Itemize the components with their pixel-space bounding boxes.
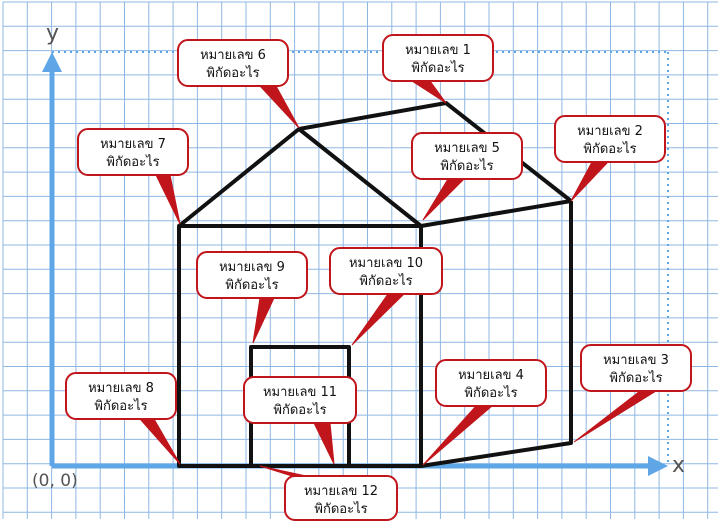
y-axis-label: y [46, 21, 59, 46]
callout-question-label: พิกัดอะไร [225, 277, 278, 293]
y-axis-arrow-icon [42, 52, 62, 72]
callout-6: หมายเลข 6 พิกัดอะไร [177, 39, 300, 129]
callout-number-label: หมายเลข 11 [263, 385, 337, 400]
x-axis-label: x [672, 453, 685, 478]
callout-number-label: หมายเลข 10 [349, 256, 423, 271]
callout-pointer [138, 418, 181, 465]
callout-box [196, 251, 308, 299]
callout-pointer [570, 161, 610, 202]
callout-number-label: หมายเลข 1 [405, 43, 471, 58]
callout-box [411, 132, 523, 180]
callout-number-label: หมายเลข 4 [458, 368, 524, 383]
callout-question-label: พิกัดอะไร [583, 141, 636, 157]
callout-question-label: พิกัดอะไร [273, 402, 326, 418]
callout-box [284, 475, 398, 521]
callout-7: หมายเลข 7 พิกัดอะไร [77, 128, 189, 225]
callout-pointer [252, 297, 275, 344]
callout-question-label: พิกัดอะไร [94, 398, 147, 414]
callout-question-label: พิกัดอะไร [464, 385, 517, 401]
callout-question-label: พิกัดอะไร [106, 154, 159, 170]
callout-box [435, 359, 547, 407]
x-axis-arrow-icon [648, 456, 668, 476]
callout-number-label: หมายเลข 2 [577, 124, 643, 139]
callout-box [243, 376, 357, 424]
callout-number-label: หมายเลข 8 [88, 381, 154, 396]
callout-question-label: พิกัดอะไร [411, 60, 464, 76]
callout-pointer [155, 174, 181, 225]
callout-question-label: พิกัดอะไร [359, 273, 412, 289]
callout-number-label: หมายเลข 6 [200, 48, 266, 63]
callout-number-label: หมายเลข 3 [603, 353, 669, 368]
callout-12: หมายเลข 12 พิกัดอะไร [259, 465, 398, 521]
callout-9: หมายเลข 9 พิกัดอะไร [196, 251, 308, 344]
callout-pointer [258, 85, 300, 129]
house-roof-gable [177, 127, 423, 228]
origin-label: (0, 0) [32, 471, 78, 491]
callout-question-label: พิกัดอะไร [206, 65, 259, 81]
callout-2: หมายเลข 2 พิกัดอะไร [554, 115, 666, 202]
callout-box [77, 128, 189, 176]
house-roof-eave [420, 199, 572, 228]
house-front-wall [177, 224, 423, 468]
callout-8: หมายเลข 8 พิกัดอะไร [65, 372, 181, 465]
callout-3: หมายเลข 3 พิกัดอะไร [573, 344, 692, 443]
callout-question-label: พิกัดอะไร [314, 501, 367, 517]
callout-pointer [351, 293, 406, 346]
callout-question-label: พิกัดอะไร [609, 370, 662, 386]
callout-box [554, 115, 666, 163]
callout-1: หมายเลข 1 พิกัดอะไร [382, 34, 494, 104]
callout-box [65, 372, 177, 420]
callout-10: หมายเลข 10 พิกัดอะไร [329, 247, 443, 346]
callout-question-label: พิกัดอะไร [440, 158, 493, 174]
callout-number-label: หมายเลข 12 [304, 484, 378, 499]
callout-box [329, 247, 443, 295]
callout-11: หมายเลข 11 พิกัดอะไร [243, 376, 357, 465]
callout-box [580, 344, 692, 392]
callout-pointer [313, 422, 335, 465]
house-side-wall [420, 201, 573, 468]
callout-box [177, 39, 289, 87]
callout-5: หมายเลข 5 พิกัดอะไร [411, 132, 523, 221]
callout-4: หมายเลข 4 พิกัดอะไร [422, 359, 547, 466]
callout-number-label: หมายเลข 9 [219, 260, 285, 275]
callout-number-label: หมายเลข 5 [434, 141, 500, 156]
callout-number-label: หมายเลข 7 [100, 137, 166, 152]
callout-pointer [422, 178, 466, 221]
callout-box [382, 34, 494, 82]
